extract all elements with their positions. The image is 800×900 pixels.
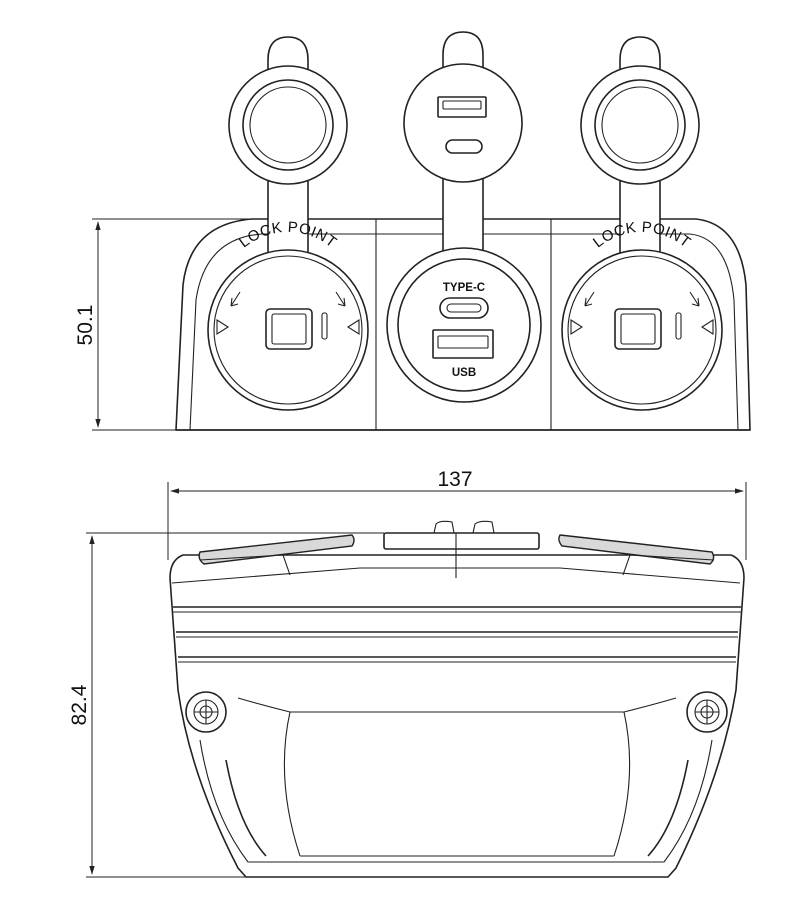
dimension-height-bottom: 82.4 (68, 532, 384, 878)
bottom-view: 137 (68, 468, 747, 878)
dimension-label-width: 137 (437, 468, 472, 491)
left-mount-hole (185, 691, 227, 733)
usb-label: USB (452, 367, 476, 379)
right-mount-hole (686, 691, 728, 733)
type-c-label: TYPE-C (443, 282, 485, 294)
dimension-width: 137 (167, 468, 747, 560)
dimension-label-bottom-height: 82.4 (68, 684, 91, 725)
type-c-port-icon (439, 297, 489, 319)
usb-socket-ring (386, 247, 542, 403)
usb-a-port-icon (432, 329, 494, 359)
usb-charger-module: TYPE-C USB (386, 31, 542, 403)
usb-cap (403, 63, 523, 183)
right-cap-edge (558, 534, 715, 565)
dimension-label-front-height: 50.1 (74, 305, 97, 346)
center-cap-edge (383, 532, 540, 550)
left-socket-cap (228, 65, 348, 185)
left-socket-ring (207, 249, 369, 411)
dimension-height-front: 50.1 (74, 218, 268, 431)
front-view: LOCK POINT TYPE-C USB (74, 31, 751, 431)
left-cap-edge (198, 534, 355, 565)
housing-ribs (173, 606, 741, 663)
left-power-socket: LOCK POINT (207, 36, 369, 411)
right-socket-ring (561, 249, 723, 411)
bottom-housing (169, 554, 745, 878)
right-socket-cap (580, 65, 700, 185)
right-power-socket: LOCK POINT (561, 36, 723, 411)
